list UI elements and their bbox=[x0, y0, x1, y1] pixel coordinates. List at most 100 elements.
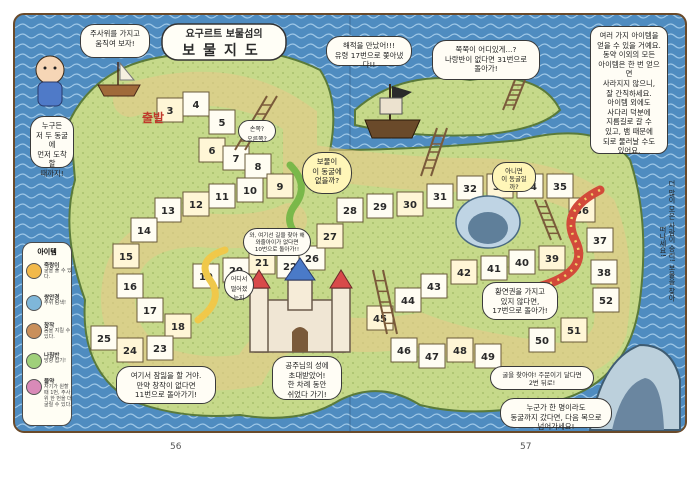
board-square: 16 bbox=[116, 273, 144, 299]
board-square-number: 30 bbox=[403, 200, 417, 211]
board-square: 9 bbox=[266, 173, 294, 199]
board-square: 46 bbox=[390, 337, 418, 363]
board-square-number: 40 bbox=[515, 258, 529, 269]
board-square-number: 52 bbox=[599, 296, 613, 307]
board-square-number: 38 bbox=[597, 268, 611, 279]
bubble-cave-end: 누군가 한 명이라도 동굴까지 갔다면, 다음 목으로 넘어가세요! bbox=[500, 398, 612, 431]
board-square-number: 7 bbox=[233, 154, 240, 165]
board-square: 50 bbox=[528, 327, 556, 353]
board-square-number: 27 bbox=[323, 232, 337, 243]
board-square: 10 bbox=[236, 177, 264, 203]
board-square: 18 bbox=[164, 313, 192, 339]
board-square: 47 bbox=[418, 343, 446, 369]
board-square-number: 35 bbox=[553, 182, 567, 193]
board-square-number: 9 bbox=[277, 182, 284, 193]
board-square: 44 bbox=[394, 287, 422, 313]
board-square: 13 bbox=[154, 197, 182, 223]
board-square: 14 bbox=[130, 217, 158, 243]
ladder bbox=[420, 127, 448, 177]
board-square-number: 25 bbox=[97, 334, 111, 345]
board-square: 40 bbox=[508, 249, 536, 275]
board-square-number: 51 bbox=[567, 326, 581, 337]
board-square: 15 bbox=[112, 243, 140, 269]
board-square-number: 17 bbox=[143, 306, 157, 317]
board-square-number: 21 bbox=[255, 258, 269, 269]
bubble-left-right: 손쪽? 오른쪽? bbox=[238, 120, 276, 143]
board-square: 23 bbox=[146, 335, 174, 361]
board-square-number: 46 bbox=[397, 346, 411, 357]
board-square: 42 bbox=[450, 259, 478, 285]
board-square-number: 18 bbox=[171, 322, 185, 333]
board-square-number: 31 bbox=[433, 192, 447, 203]
board-square-number: 22 bbox=[283, 262, 297, 273]
board-square: 8 bbox=[244, 153, 272, 179]
bubble-another-cave: 아니면 이 동굴일까? bbox=[492, 162, 536, 192]
page-number-left: 56 bbox=[170, 442, 182, 452]
bubble-pirate: 해적을 만났어!!! 유령 17번으로 쫓아냈다!! bbox=[326, 36, 412, 69]
board-square-number: 45 bbox=[373, 314, 387, 325]
board-square-number: 37 bbox=[593, 236, 607, 247]
board-square: 27 bbox=[316, 223, 344, 249]
board-square-number: 8 bbox=[255, 162, 262, 173]
board-square-number: 16 bbox=[123, 282, 137, 293]
potion-icon bbox=[26, 379, 42, 395]
board-square: 39 bbox=[538, 245, 566, 271]
board-square-number: 49 bbox=[481, 352, 495, 363]
board-square-number: 36 bbox=[575, 206, 589, 217]
board-square: 41 bbox=[480, 255, 508, 281]
board-square-number: 14 bbox=[137, 226, 151, 237]
board-square-number: 23 bbox=[153, 344, 167, 355]
board-square: 17 bbox=[136, 297, 164, 323]
board-square: 5 bbox=[208, 109, 236, 135]
ladder bbox=[534, 199, 562, 241]
board-square: 24 bbox=[116, 337, 144, 363]
bubble-key: 황연권을 가지고 있지 않다면, 17번으로 돌아가! bbox=[482, 282, 558, 320]
board-square: 11 bbox=[208, 183, 236, 209]
board-square-number: 11 bbox=[215, 192, 229, 203]
board-square-number: 28 bbox=[343, 206, 357, 217]
bubble-mid-hint: 와, 여기선 길을 찾아 해 와줄아이가 없다면 10번으로 돌아가!! bbox=[243, 228, 311, 256]
board-square-number: 48 bbox=[453, 346, 467, 357]
bubble-monster: 여기서 잠잃을 할 거야. 만약 창작이 없다면 11번으로 돌아가기! bbox=[116, 366, 216, 404]
board-square: 28 bbox=[336, 197, 364, 223]
ladder bbox=[502, 79, 526, 111]
candy-icon bbox=[26, 263, 42, 279]
board-square: 29 bbox=[366, 193, 394, 219]
board-square-number: 50 bbox=[535, 336, 549, 347]
board-squares: 3456789101112131415161718192021222324252… bbox=[90, 91, 620, 369]
board-square: 43 bbox=[420, 273, 448, 299]
compass-icon bbox=[26, 353, 42, 369]
board-square-number: 4 bbox=[193, 100, 200, 111]
board-square: 38 bbox=[590, 259, 618, 285]
vertical-note: 더 많이 모은 사람이 승리! 보물을 찾아 떠나세요! bbox=[659, 180, 676, 302]
board-square: 6 bbox=[198, 137, 226, 163]
board-square: 52 bbox=[592, 287, 620, 313]
board-square: 4 bbox=[182, 91, 210, 117]
board-square: 35 bbox=[546, 173, 574, 199]
board-square-number: 13 bbox=[161, 206, 175, 217]
board-square: 51 bbox=[560, 317, 588, 343]
pirate-ship-illustration bbox=[364, 84, 421, 139]
small-boat-illustration bbox=[97, 61, 141, 97]
bubble-ladder-top: 쭉쭉이 어디있게...? 나랑반이 없다면 31번으로 돌아가! bbox=[432, 40, 540, 80]
snake-cave-illustration bbox=[455, 195, 521, 249]
bubble-snake-cave: 보물이 이 동굴에 없을까? bbox=[302, 152, 352, 194]
bubble-first-to-cave: 누구든 저 두 동굴에 먼저 도착할 때까지! bbox=[30, 116, 74, 178]
board-square: 12 bbox=[182, 191, 210, 217]
board-square-number: 43 bbox=[427, 282, 441, 293]
board-square-number: 10 bbox=[243, 186, 257, 197]
board-square-number: 29 bbox=[373, 202, 387, 213]
board-square-number: 42 bbox=[457, 268, 471, 279]
board-square: 48 bbox=[446, 337, 474, 363]
legend-title: 아이템 bbox=[37, 248, 57, 256]
binoculars-icon bbox=[26, 295, 42, 311]
board-square: 32 bbox=[456, 175, 484, 201]
bubble-where: 어디서 떨어졌는지 bbox=[224, 270, 254, 302]
board-square-number: 6 bbox=[209, 146, 216, 157]
bubble-shell: 굴을 찾아야! 주문이기 달다면 2번 뒤로! bbox=[490, 366, 594, 390]
ladder bbox=[372, 269, 398, 335]
board-square-number: 24 bbox=[123, 346, 137, 357]
board-square: 30 bbox=[396, 191, 424, 217]
